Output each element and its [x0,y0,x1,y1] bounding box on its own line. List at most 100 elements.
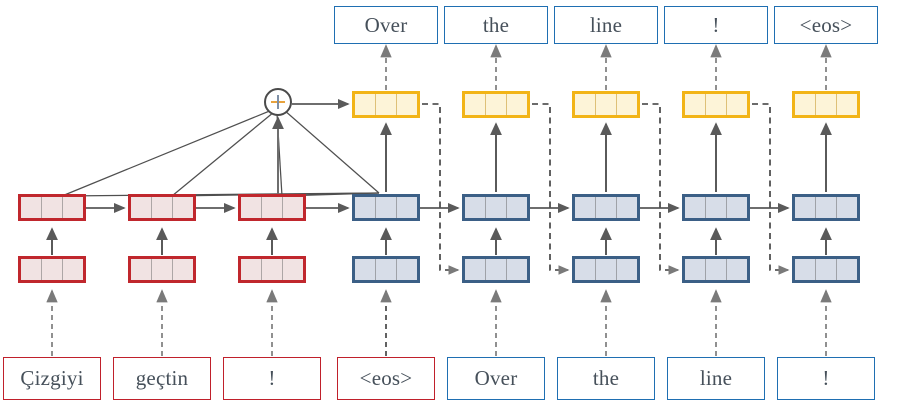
decoder-embedding-cell-1-seg-1 [485,259,506,280]
decoder-hidden-cell-4-seg-2 [836,197,857,218]
encoder-hidden-cell-1-seg-2 [172,197,193,218]
encoder-hidden-cell-1 [128,194,196,221]
context-cell-0-seg-0 [355,94,375,115]
edge-enc-1-to-sum [171,111,275,197]
encoder-hidden-cell-1-seg-1 [151,197,172,218]
encoder-embedding-cell-2 [238,256,306,283]
attention-sum-node [264,88,292,116]
edge-enc-2-to-sum [276,113,283,197]
decoder-hidden-cell-2-seg-1 [595,197,616,218]
decoder-input-token-box-0[interactable]: Over [447,357,545,400]
context-cell-2-seg-1 [595,94,616,115]
context-cell-0-seg-1 [375,94,396,115]
decoder-hidden-cell-1-seg-2 [506,197,527,218]
decoder-hidden-cell-2-seg-2 [616,197,637,218]
context-cell-2-seg-0 [575,94,595,115]
decoder-hidden-cell-2 [572,194,640,221]
decoder-hidden-cell-1-seg-1 [485,197,506,218]
decoder-embedding-cell-3 [682,256,750,283]
decoder-embedding-cell-2-seg-0 [575,259,595,280]
encoder-embedding-cell-0-seg-1 [41,259,62,280]
decoder-hidden-cell-1-seg-0 [465,197,485,218]
decoder-embedding-cell-3-seg-0 [685,259,705,280]
context-cell-4-seg-1 [815,94,836,115]
context-cell-0-seg-2 [396,94,417,115]
encoder-embedding-cell-1-seg-2 [172,259,193,280]
decoder-hidden-cell-3-seg-0 [685,197,705,218]
edge-attn-query-to-sum [283,109,380,194]
decoder-embedding-cell-0-seg-0 [355,259,375,280]
decoder-embedding-cell-4-seg-2 [836,259,857,280]
decoder-embedding-cell-3-seg-1 [705,259,726,280]
decoder-embedding-cell-4-seg-0 [795,259,815,280]
decoder-hidden-cell-2-seg-0 [575,197,595,218]
encoder-hidden-cell-2-seg-1 [261,197,282,218]
decoder-embedding-cell-0 [352,256,420,283]
source-token-box-3[interactable]: <eos> [337,357,435,400]
context-cell-3-seg-0 [685,94,705,115]
decoder-embedding-cell-2-seg-1 [595,259,616,280]
context-cell-3 [682,91,750,118]
decoder-hidden-cell-0-seg-0 [355,197,375,218]
context-cell-1-seg-1 [485,94,506,115]
encoder-hidden-cell-0 [18,194,86,221]
decoder-hidden-cell-0-seg-2 [396,197,417,218]
decoder-embedding-cell-1 [462,256,530,283]
decoder-embedding-cell-2 [572,256,640,283]
decoder-embedding-cell-0-seg-1 [375,259,396,280]
source-token-box-0[interactable]: Çizgiyi [3,357,101,400]
decoder-input-token-box-2[interactable]: line [667,357,765,400]
decoder-embedding-cell-1-seg-2 [506,259,527,280]
context-cell-1 [462,91,530,118]
edge-context-2-feedback [642,103,680,275]
decoder-embedding-cell-2-seg-2 [616,259,637,280]
decoder-hidden-cell-3-seg-1 [705,197,726,218]
decoder-hidden-cell-4 [792,194,860,221]
decoder-input-token-box-3[interactable]: ! [777,357,875,400]
decoder-hidden-cell-1 [462,194,530,221]
decoder-input-token-box-1[interactable]: the [557,357,655,400]
decoder-embedding-cell-0-seg-2 [396,259,417,280]
encoder-hidden-cell-0-seg-0 [21,197,41,218]
encoder-embedding-cell-2-seg-2 [282,259,303,280]
edge-context-3-feedback [752,103,790,275]
decoder-embedding-cell-4 [792,256,860,283]
encoder-embedding-cell-1-seg-1 [151,259,172,280]
output-token-box-3[interactable]: ! [664,6,768,44]
decoder-hidden-cell-3-seg-2 [726,197,747,218]
context-cell-0 [352,91,420,118]
source-token-box-2[interactable]: ! [223,357,321,400]
encoder-embedding-cell-2-seg-0 [241,259,261,280]
context-cell-4-seg-2 [836,94,857,115]
decoder-embedding-cell-3-seg-2 [726,259,747,280]
edge-context-0-feedback [422,103,460,275]
decoder-hidden-cell-0-seg-1 [375,197,396,218]
decoder-embedding-cell-1-seg-0 [465,259,485,280]
decoder-embedding-cell-4-seg-1 [815,259,836,280]
source-token-box-1[interactable]: geçtin [113,357,211,400]
encoder-hidden-cell-0-seg-1 [41,197,62,218]
context-cell-3-seg-2 [726,94,747,115]
context-cell-4 [792,91,860,118]
output-token-box-4[interactable]: <eos> [774,6,878,44]
output-token-box-0[interactable]: Over [334,6,438,44]
decoder-hidden-cell-3 [682,194,750,221]
encoder-embedding-cell-0-seg-0 [21,259,41,280]
context-cell-4-seg-0 [795,94,815,115]
output-token-box-1[interactable]: the [444,6,548,44]
encoder-hidden-cell-0-seg-2 [62,197,83,218]
edge-enc-0-to-sum [61,109,273,197]
encoder-hidden-cell-2-seg-0 [241,197,261,218]
output-token-box-2[interactable]: line [554,6,658,44]
plus-vertical-icon [277,95,279,109]
encoder-embedding-cell-2-seg-1 [261,259,282,280]
encoder-hidden-cell-2-seg-2 [282,197,303,218]
context-cell-1-seg-0 [465,94,485,115]
encoder-embedding-cell-0 [18,256,86,283]
encoder-hidden-cell-1-seg-0 [131,197,151,218]
encoder-embedding-cell-1 [128,256,196,283]
decoder-hidden-cell-4-seg-0 [795,197,815,218]
decoder-hidden-cell-0 [352,194,420,221]
context-cell-1-seg-2 [506,94,527,115]
